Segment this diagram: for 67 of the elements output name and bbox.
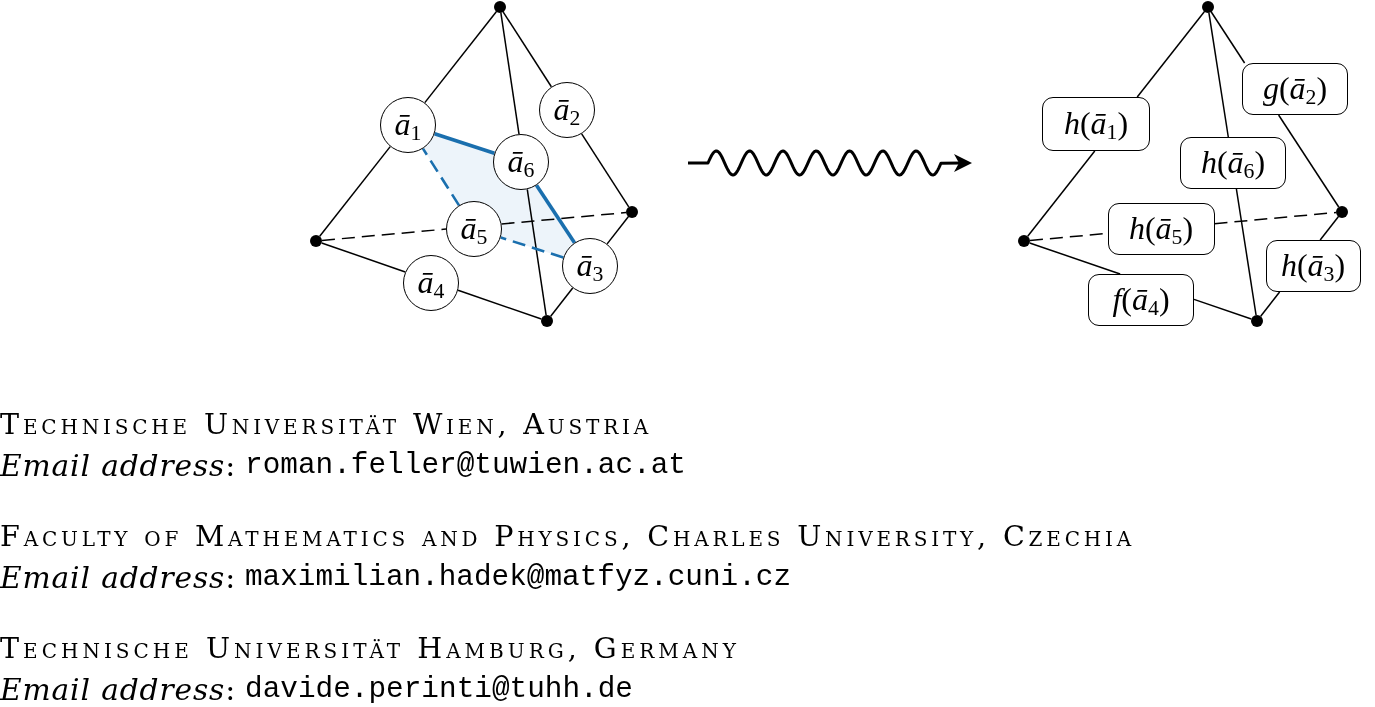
label-box <box>1088 274 1194 326</box>
function-label: h(ā$_{3}$) <box>1280 249 1346 283</box>
edge-line <box>1208 12 1230 138</box>
thick-line <box>534 184 577 244</box>
edge-line <box>526 188 547 316</box>
label-circle <box>493 134 549 190</box>
math-label: ā$_{5}$ <box>460 212 488 246</box>
vertex-dot <box>494 1 506 13</box>
vertex-dot <box>1018 235 1030 247</box>
edge-line <box>1259 291 1281 317</box>
label-circle <box>539 82 595 138</box>
edge-line <box>1026 150 1096 238</box>
email-address: maximilian.hadek@matfyz.cuni.cz <box>245 560 791 596</box>
edge-line <box>502 11 553 88</box>
edge-line <box>1319 216 1340 241</box>
edge-line <box>549 287 574 317</box>
email-label: Email address: <box>0 672 236 707</box>
edge-line <box>1235 188 1257 316</box>
edge-line <box>1277 114 1340 208</box>
function-label: h(ā$_{5}$) <box>1128 212 1194 246</box>
vertex-dot <box>310 235 322 247</box>
edge-line <box>1210 11 1246 64</box>
label-box <box>1180 137 1286 189</box>
label-box <box>1042 97 1150 151</box>
dashed-line <box>1213 211 1337 225</box>
email-address: roman.feller@tuwien.ac.at <box>245 448 686 484</box>
edge-line <box>1193 298 1253 320</box>
email-address: davide.perinti@tuhh.de <box>245 672 633 707</box>
label-circle <box>446 201 502 257</box>
function-label: f(ā$_{4}$) <box>1112 283 1170 317</box>
label-circle <box>403 255 459 311</box>
math-label: ā$_{4}$ <box>417 266 445 300</box>
edge-line <box>457 289 543 320</box>
edge-line <box>424 10 498 104</box>
dashed-line <box>500 236 564 259</box>
dashed-line <box>421 147 461 207</box>
function-label: h(ā$_{6}$) <box>1200 146 1266 180</box>
dashed-line <box>500 211 627 225</box>
thick-line <box>434 132 495 155</box>
affiliation-text: Faculty of Mathematics and Physics, Charles University, Czechia <box>0 518 1136 554</box>
vertex-dot <box>626 206 638 218</box>
affiliation-text: Technische Universität Hamburg, Germany <box>0 630 740 666</box>
function-label: g(ā$_{2}$) <box>1262 72 1328 106</box>
affiliation-text: Technische Universität Wien, Austria <box>0 406 652 442</box>
label-box <box>1265 240 1361 292</box>
edge-line <box>580 133 630 208</box>
label-circle <box>380 97 436 153</box>
label-circle <box>562 238 618 294</box>
math-label: ā$_{1}$ <box>394 108 422 142</box>
vertex-dot <box>541 315 553 327</box>
vertex-dot <box>1251 315 1263 327</box>
math-label: ā$_{6}$ <box>507 145 535 179</box>
edge-line <box>320 242 407 273</box>
vertex-dot <box>1202 1 1214 13</box>
email-label: Email address: <box>0 448 236 484</box>
dashed-line <box>321 228 447 242</box>
email-label: Email address: <box>0 560 236 596</box>
label-box <box>1242 63 1348 115</box>
math-label: ā$_{3}$ <box>576 249 604 283</box>
label-box <box>1107 203 1215 255</box>
vertex-dot <box>1336 206 1348 218</box>
edge-line <box>500 12 520 135</box>
edge-line <box>1136 10 1206 98</box>
math-label: ā$_{2}$ <box>553 93 581 127</box>
edge-line <box>318 145 391 238</box>
function-label: h(ā$_{1}$) <box>1063 107 1129 141</box>
edge-line <box>606 216 630 245</box>
